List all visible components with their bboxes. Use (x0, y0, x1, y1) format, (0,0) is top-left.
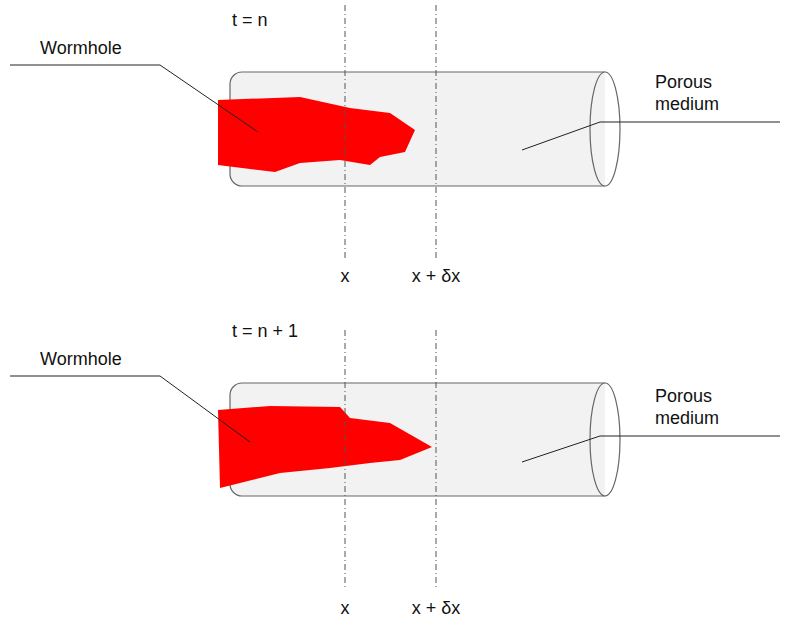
dashed-section-line (436, 330, 437, 588)
time-label: t = n + 1 (232, 321, 298, 343)
leader-line (10, 376, 250, 442)
dashed-section-line (436, 5, 437, 258)
bottom-panel (10, 330, 780, 588)
cylinder-edge (605, 72, 620, 186)
leader-line (10, 65, 258, 132)
wormhole-shape (218, 406, 432, 488)
cylinder-edge (605, 383, 620, 496)
position-label: x (341, 598, 350, 620)
position-label: x (341, 266, 350, 288)
position-label: x + δx (412, 266, 461, 288)
dashed-section-line (345, 330, 346, 588)
part-label: Porous medium (655, 386, 765, 429)
position-label: x + δx (412, 598, 461, 620)
cylinder-mask (605, 70, 625, 188)
leader-line (522, 122, 780, 150)
part-label: Wormhole (40, 38, 122, 60)
time-label: t = n (232, 10, 268, 32)
top-panel (10, 5, 780, 258)
wormhole-shape (218, 97, 415, 172)
cylinder-mask (605, 381, 625, 498)
part-label: Porous medium (655, 72, 765, 115)
part-label: Wormhole (40, 349, 122, 371)
leader-line (522, 436, 780, 462)
dashed-section-line (345, 5, 346, 258)
